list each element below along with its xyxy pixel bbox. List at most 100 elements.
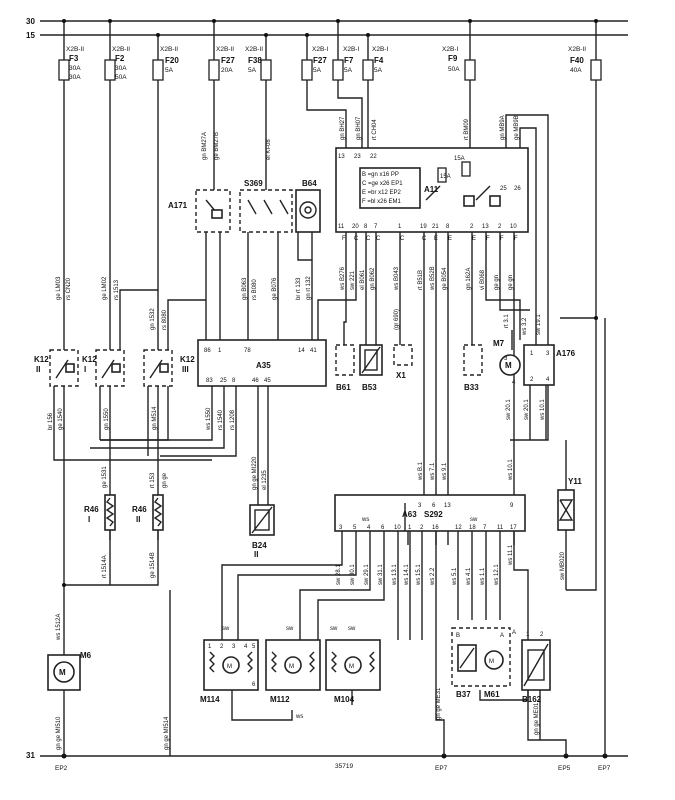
wire-label: sw 31.1 xyxy=(378,564,384,585)
wires xyxy=(53,80,606,756)
svg-text:F7: F7 xyxy=(344,56,354,65)
svg-text:23: 23 xyxy=(354,154,361,160)
svg-text:S369: S369 xyxy=(244,179,263,188)
svg-text:S292: S292 xyxy=(424,510,443,519)
wire-label: gn rt 132 xyxy=(306,276,312,300)
wire-label: rt B51B xyxy=(418,270,424,290)
svg-text:18: 18 xyxy=(469,525,476,531)
svg-text:2: 2 xyxy=(540,632,544,638)
svg-text:13: 13 xyxy=(338,154,345,160)
wire-label: sw 28.1 xyxy=(336,564,342,585)
svg-text:C: C xyxy=(366,236,371,242)
a171-relay: A171 xyxy=(168,189,231,233)
svg-text:4: 4 xyxy=(367,525,371,531)
wire-label: gn ge ME31 xyxy=(436,687,442,720)
fuse-f38: X2B-II F38 5A xyxy=(245,33,272,81)
wire-label: rs CN20 xyxy=(66,277,72,300)
svg-text:4: 4 xyxy=(546,377,550,383)
fuse-row: X2B-II F3 30A 30A X2B-II F2 30A 50A X2B-… xyxy=(58,19,602,81)
k12-ii-relay: K12 II xyxy=(34,349,79,387)
wire-label: ws 11.1 xyxy=(508,544,514,566)
wire-label: gn 1532 xyxy=(150,308,156,330)
svg-text:M104: M104 xyxy=(334,695,355,704)
fuse-f20: X2B-II F20 5A xyxy=(152,33,179,81)
svg-text:16: 16 xyxy=(432,525,439,531)
wire-label: br rt 133 xyxy=(296,277,302,300)
wire-label: el 1235 xyxy=(262,470,268,490)
wire-label: ws 13.1 xyxy=(392,564,398,586)
wire-label: ws 1512A xyxy=(56,614,62,641)
wire-label: br 156 xyxy=(48,412,54,430)
s369-switch: S369 xyxy=(239,179,293,233)
svg-text:ws: ws xyxy=(295,714,303,720)
svg-text:K12: K12 xyxy=(180,355,195,364)
svg-text:B: B xyxy=(456,633,460,639)
wire-label: gn ge xyxy=(162,472,168,488)
svg-text:E: E xyxy=(434,236,438,242)
wire-label: gn B062 xyxy=(370,267,376,290)
svg-text:A35: A35 xyxy=(256,361,271,370)
wire-label: rs 8080 xyxy=(162,309,168,330)
wire-label: rt CH04 xyxy=(372,119,378,140)
svg-text:M: M xyxy=(59,668,66,677)
svg-text:A: A xyxy=(500,633,504,639)
svg-text:25: 25 xyxy=(220,378,227,384)
wire-label: ge gn xyxy=(494,275,500,290)
wire-label: gn ge ME01 xyxy=(534,702,540,735)
svg-text:F: F xyxy=(514,236,518,242)
rail-label-31: 31 xyxy=(26,751,35,760)
svg-text:E: E xyxy=(472,236,476,242)
svg-text:A: A xyxy=(512,630,516,636)
wire-label: gn BH07 xyxy=(356,116,362,140)
svg-text:II: II xyxy=(136,515,140,524)
svg-text:15A: 15A xyxy=(454,156,465,162)
svg-text:2: 2 xyxy=(470,224,474,230)
a63-s292-module: 3 6 13 9 A63 S292 ws sw 3 5 4 6 10 1 2 1… xyxy=(334,494,526,532)
svg-text:26: 26 xyxy=(514,186,521,192)
r46-i-resistor: R46 I xyxy=(84,494,116,531)
wire-label: gn BM27A xyxy=(202,132,208,160)
svg-text:11: 11 xyxy=(497,525,504,531)
wire-label: el KI-08 xyxy=(266,139,272,160)
wire-label: ws B043 xyxy=(394,266,400,291)
wire-label: gn ge MI514 xyxy=(164,716,170,750)
svg-text:F: F xyxy=(500,236,504,242)
svg-text:3: 3 xyxy=(232,644,236,650)
svg-text:sw: sw xyxy=(348,626,356,632)
svg-text:3: 3 xyxy=(504,356,508,362)
svg-text:X2B-II: X2B-II xyxy=(245,46,263,53)
wire-label: ws 5.1 xyxy=(452,567,458,586)
svg-text:22: 22 xyxy=(370,154,377,160)
svg-text:M114: M114 xyxy=(200,695,220,704)
svg-text:40A: 40A xyxy=(570,67,582,74)
svg-text:A176: A176 xyxy=(556,349,576,358)
svg-text:5A: 5A xyxy=(344,67,353,74)
fuse-f2: X2B-II F2 30A 50A xyxy=(104,19,130,81)
svg-text:III: III xyxy=(182,365,189,374)
wire-label: gn 162A xyxy=(466,268,472,290)
svg-text:F27: F27 xyxy=(313,56,327,65)
svg-text:C: C xyxy=(354,236,359,242)
svg-text:41: 41 xyxy=(310,348,317,354)
svg-text:14: 14 xyxy=(298,348,305,354)
svg-text:M: M xyxy=(489,659,494,665)
motor-pin-labels: sw 1 2 3 4 5 6 ws A 3 4 xyxy=(208,356,516,720)
svg-text:50A: 50A xyxy=(448,66,460,73)
wire-label: ws B52B xyxy=(430,266,436,291)
svg-text:B =gn x16 PP: B =gn x16 PP xyxy=(362,172,399,178)
wire-label: ws B276 xyxy=(340,266,346,291)
fuse-f3: X2B-II F3 30A 30A xyxy=(58,19,84,81)
svg-text:5A: 5A xyxy=(165,67,174,74)
svg-text:X2B-II: X2B-II xyxy=(160,46,178,53)
wire-label: ge B076 xyxy=(272,277,278,300)
svg-text:X2B-II: X2B-II xyxy=(216,46,234,53)
svg-text:13: 13 xyxy=(482,224,489,230)
fuse-f9: X2B-I F9 50A xyxy=(442,19,476,81)
wire-label: (gr 690) xyxy=(394,309,400,330)
svg-text:F27: F27 xyxy=(221,56,235,65)
b162-sensor: 1 2 B162 xyxy=(521,632,551,704)
svg-text:12: 12 xyxy=(455,525,462,531)
b24-sensor: B24 II xyxy=(249,504,275,559)
svg-text:30A: 30A xyxy=(69,74,81,81)
fuse-f27-ii: X2B-II F27 20A xyxy=(208,19,235,81)
